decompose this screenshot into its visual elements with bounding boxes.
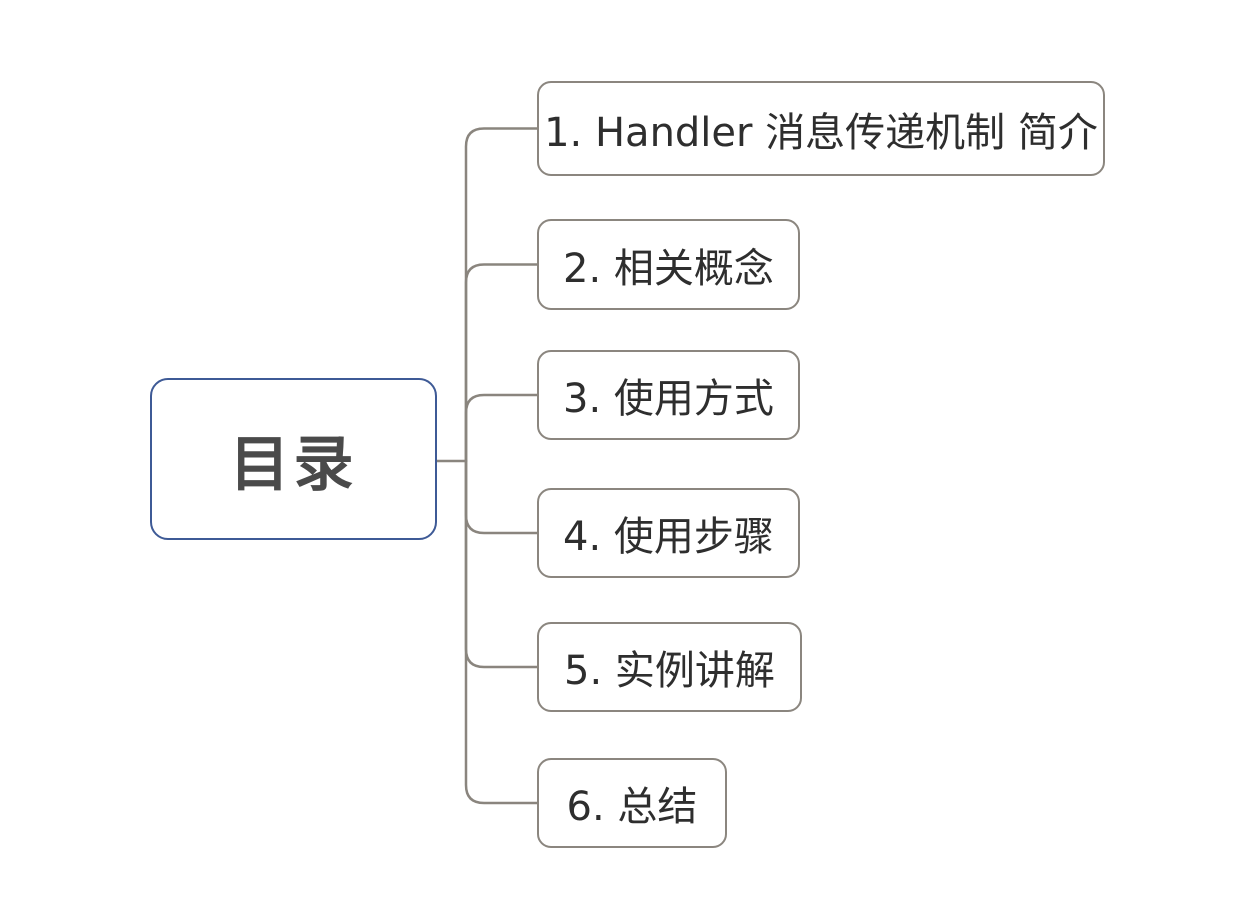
branch-node-label: 2. 相关概念	[563, 245, 774, 292]
branch-node-label: 5. 实例讲解	[564, 648, 775, 694]
branch-node-label: 4. 使用步骤	[563, 514, 774, 560]
branch-node-1-handler-intro[interactable]: 1. Handler 消息传递机制 简介	[537, 81, 1105, 176]
root-node-toc[interactable]: 目录	[150, 378, 437, 540]
branch-node-label: 1. Handler 消息传递机制 简介	[544, 109, 1098, 156]
root-node-label: 目录	[229, 429, 358, 500]
connector-branch-4	[464, 459, 539, 535]
connector-branch-1	[464, 127, 539, 463]
branch-node-label: 6. 总结	[566, 784, 698, 830]
connector-branch-6	[464, 459, 539, 805]
connector-branch-5	[464, 459, 539, 669]
branch-node-6-summary[interactable]: 6. 总结	[537, 758, 727, 848]
branch-node-label: 3. 使用方式	[563, 376, 774, 422]
branch-node-5-example[interactable]: 5. 实例讲解	[537, 622, 802, 712]
connector-branch-3	[464, 393, 539, 463]
branch-node-4-usage-steps[interactable]: 4. 使用步骤	[537, 488, 800, 578]
connector-branch-2	[464, 263, 539, 463]
branch-node-2-related-concepts[interactable]: 2. 相关概念	[537, 219, 800, 310]
branch-node-3-usage[interactable]: 3. 使用方式	[537, 350, 800, 440]
